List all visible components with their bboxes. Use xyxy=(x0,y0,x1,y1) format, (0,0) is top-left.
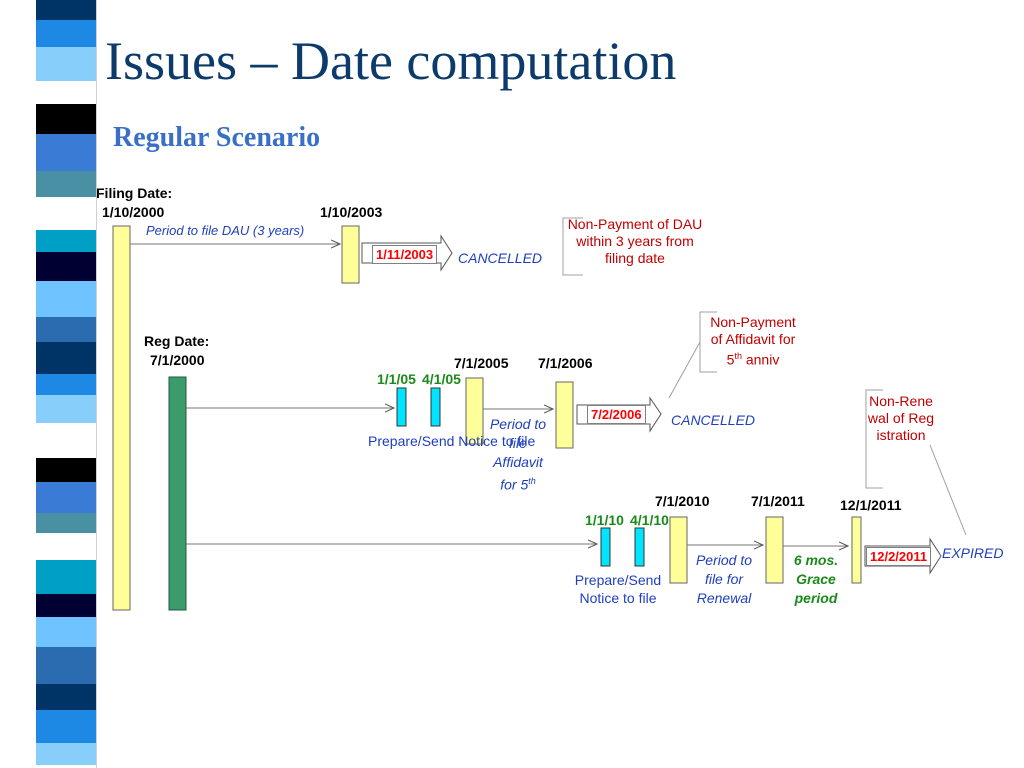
renewal-end-bar xyxy=(765,516,784,584)
strip-block xyxy=(36,252,96,281)
notice-bar-2a xyxy=(600,527,611,567)
strip-block xyxy=(36,342,96,374)
decorative-color-strip xyxy=(36,0,97,768)
notice-bar-1a xyxy=(396,387,407,427)
note-dau-non-payment: Non-Payment of DAU within 3 years from f… xyxy=(567,216,703,266)
strip-block xyxy=(36,513,96,533)
note-affidavit-non-payment: Non-Payment of Affidavit for 5th anniv xyxy=(710,314,796,368)
notice-bar-1b xyxy=(430,387,441,427)
strip-block xyxy=(36,560,96,594)
slide-subtitle: Regular Scenario xyxy=(113,122,321,153)
strip-block xyxy=(36,482,96,513)
reg-date-heading: Reg Date: xyxy=(144,333,210,349)
period-affidavit-label: Period to file Affidavit for 5th xyxy=(489,416,547,493)
strip-block xyxy=(36,684,96,710)
dau-deadline-bar xyxy=(341,225,360,284)
registration-bar xyxy=(168,376,187,611)
renewal-end-date: 7/1/2011 xyxy=(751,493,805,509)
strip-block xyxy=(36,197,96,230)
strip-block xyxy=(36,0,96,20)
dau-deadline-date: 1/10/2003 xyxy=(320,204,383,220)
cancelled-label-1: CANCELLED xyxy=(458,250,543,266)
filing-period-bar xyxy=(112,225,131,611)
affidavit-start-bar xyxy=(465,377,484,445)
slide-title: Issues – Date computation xyxy=(105,31,677,91)
strip-block xyxy=(36,104,96,134)
notice-date-2b: 4/1/10 xyxy=(630,512,669,528)
dau-cancel-date: 1/11/2003 xyxy=(372,245,438,264)
strip-block xyxy=(36,533,96,560)
strip-block xyxy=(36,594,96,617)
notice-bar-2b xyxy=(634,527,645,567)
affidavit-cancel-date: 7/2/2006 xyxy=(587,405,646,424)
grace-end-date: 12/1/2011 xyxy=(840,497,902,513)
prepare-notice-label-1: Prepare/Send Notice to file xyxy=(368,433,536,449)
strip-block xyxy=(36,374,96,395)
grace-end-bar xyxy=(851,516,862,584)
affidavit-start-date: 7/1/2005 xyxy=(454,355,509,371)
strip-block xyxy=(36,710,96,743)
note-bracket-dau xyxy=(562,217,583,276)
grace-period-label: 6 mos. Grace period xyxy=(793,552,839,606)
strip-block xyxy=(36,458,96,482)
strip-block xyxy=(36,765,96,768)
filing-date-value: 1/10/2000 xyxy=(102,204,165,220)
filing-date-heading: Filing Date: xyxy=(96,185,173,201)
strip-block xyxy=(36,134,96,171)
strip-block xyxy=(36,81,96,104)
strip-block xyxy=(36,647,96,684)
renewal-start-bar xyxy=(669,516,688,584)
strip-block xyxy=(36,317,96,342)
strip-block xyxy=(36,743,96,765)
note-pointer-renewal xyxy=(929,444,967,536)
strip-block xyxy=(36,423,96,458)
strip-block xyxy=(36,395,96,423)
note-bracket-renewal xyxy=(865,389,883,489)
notice-date-1a: 1/1/05 xyxy=(377,371,416,387)
strip-block xyxy=(36,171,96,197)
period-renewal-label: Period to file for Renewal xyxy=(695,552,753,606)
affidavit-end-bar xyxy=(555,381,574,449)
cancelled-label-2: CANCELLED xyxy=(671,412,756,428)
notice-date-2a: 1/1/10 xyxy=(585,512,624,528)
reg-date-value: 7/1/2000 xyxy=(150,352,205,368)
expired-date: 12/2/2011 xyxy=(866,547,932,566)
strip-block xyxy=(36,230,96,252)
period-dau-label: Period to file DAU (3 years) xyxy=(146,223,305,238)
affidavit-end-date: 7/1/2006 xyxy=(538,355,593,371)
note-non-renewal: Non-Renewal of Registration xyxy=(867,393,935,443)
expired-label: EXPIRED xyxy=(942,545,1004,561)
note-pointer-affidavit xyxy=(668,341,701,399)
strip-block xyxy=(36,47,96,81)
strip-block xyxy=(36,281,96,317)
notice-date-1b: 4/1/05 xyxy=(422,371,461,387)
strip-block xyxy=(36,20,96,47)
strip-block xyxy=(36,617,96,647)
renewal-start-date: 7/1/2010 xyxy=(655,493,710,509)
prepare-notice-label-2: Prepare/Send Notice to file xyxy=(574,572,662,606)
